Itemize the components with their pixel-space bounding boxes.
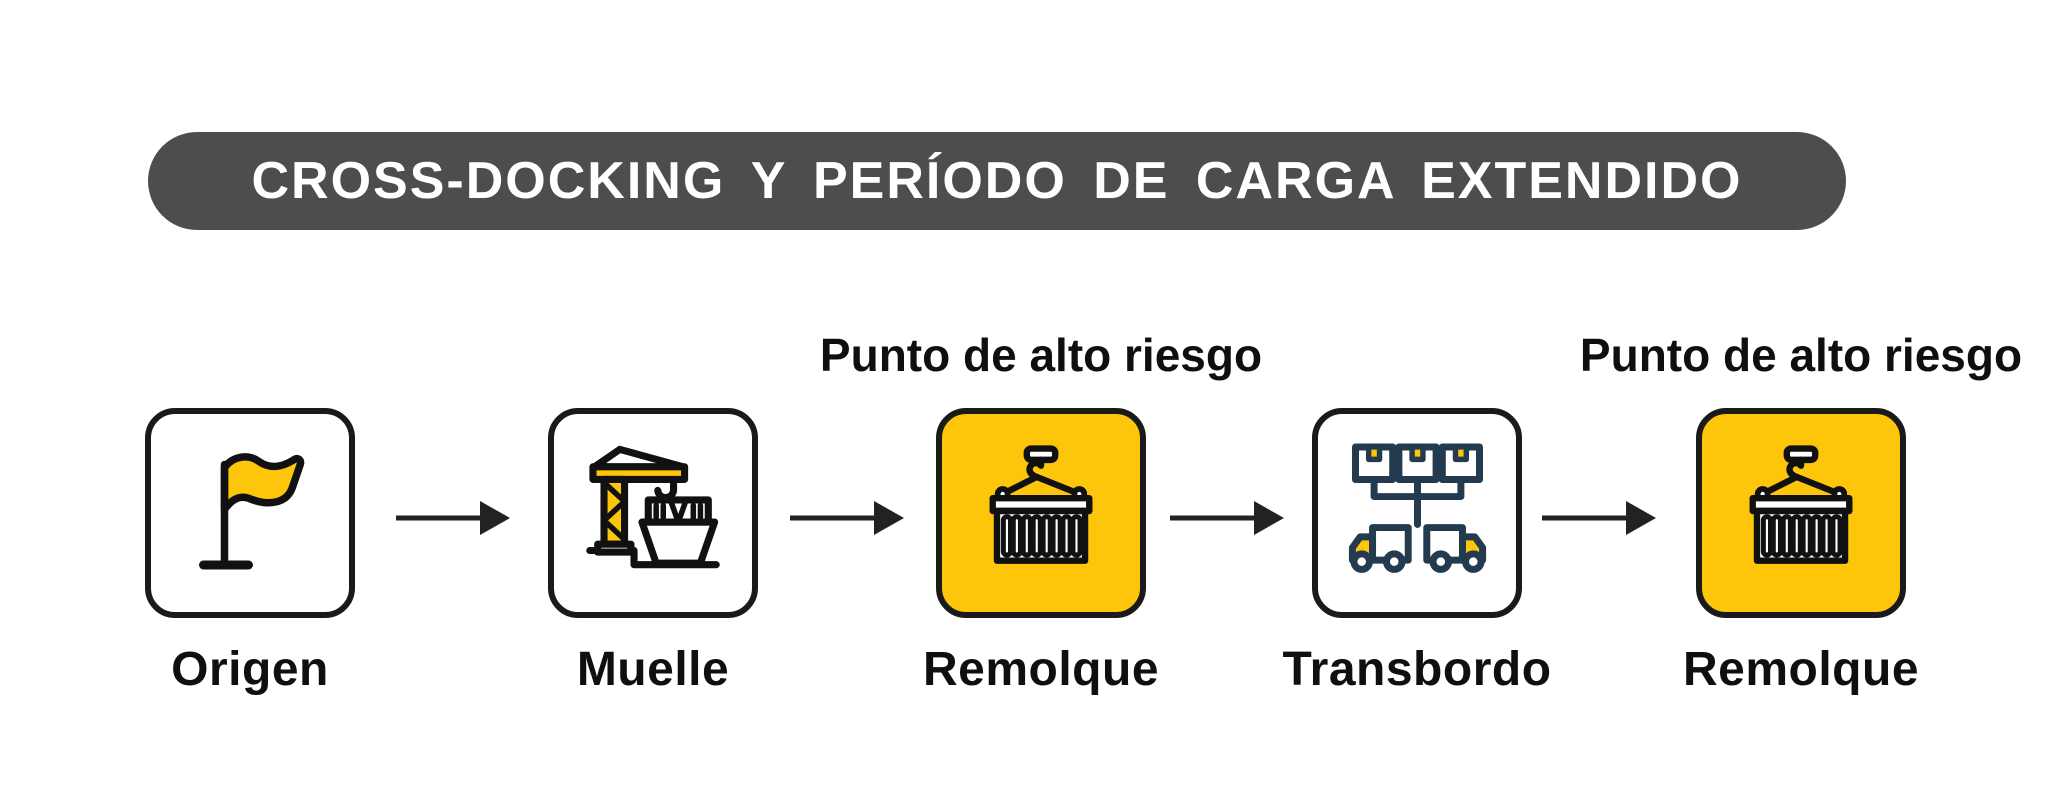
page-title: CROSS-DOCKING Y PERÍODO DE CARGA EXTENDI… — [251, 152, 1743, 210]
stage-box-muelle — [548, 408, 758, 618]
risk-label-remolque-2: Punto de alto riesgo — [1579, 329, 2023, 381]
title-banner: CROSS-DOCKING Y PERÍODO DE CARGA EXTENDI… — [148, 132, 1846, 230]
hanging-container-icon — [1730, 440, 1872, 587]
stage-box-remolque-1 — [936, 408, 1146, 618]
stage-box-remolque-2 — [1696, 408, 1906, 618]
stage-label-muelle: Muelle — [576, 643, 730, 696]
flow-arrow-3 — [1168, 498, 1286, 538]
flow-arrow-4 — [1540, 498, 1658, 538]
stage-label-remolque-1: Remolque — [922, 643, 1160, 696]
flow-arrow-1 — [394, 498, 512, 538]
port-crane-ship-icon — [574, 432, 732, 595]
stage-label-transbordo: Transbordo — [1282, 643, 1552, 696]
flow-arrow-2 — [788, 498, 906, 538]
stage-box-origen — [145, 408, 355, 618]
hanging-container-icon — [970, 440, 1112, 587]
cross-dock-distribution-icon — [1340, 433, 1495, 593]
flag-icon — [175, 436, 325, 591]
stage-label-remolque-2: Remolque — [1682, 643, 1920, 696]
risk-label-remolque-1: Punto de alto riesgo — [819, 329, 1263, 381]
stage-label-origen: Origen — [171, 643, 329, 696]
stage-box-transbordo — [1312, 408, 1522, 618]
